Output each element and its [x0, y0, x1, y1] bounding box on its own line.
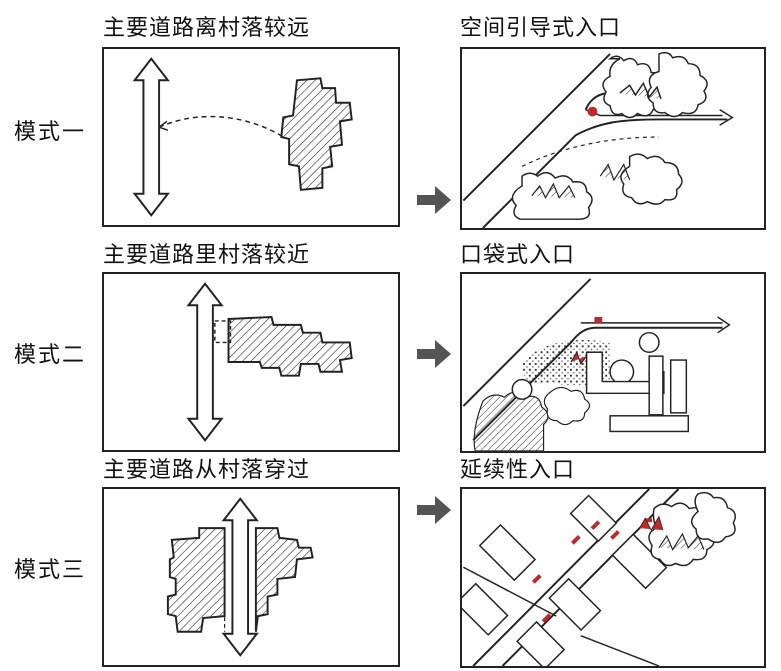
row1-left-panel — [102, 47, 400, 227]
row3-left-panel — [102, 487, 400, 667]
transition-arrow-icon — [417, 496, 451, 524]
entrance-marker-icon — [587, 106, 598, 117]
village-shape — [280, 77, 353, 191]
road-arrow — [132, 57, 170, 217]
road-near-village-diagram — [186, 282, 353, 442]
row1-right-panel — [460, 47, 766, 230]
village-shape-left — [166, 527, 226, 633]
road-arrow — [221, 497, 259, 657]
continuous-entrance-diagram — [462, 489, 736, 666]
vehicle-icon — [644, 518, 653, 523]
dashed-link — [158, 115, 284, 138]
vehicle-icon — [594, 317, 603, 323]
pocket-entrance-diagram — [462, 278, 731, 451]
row3-right-panel — [460, 487, 766, 668]
row1-left-title: 主要道路离村落较远 — [103, 16, 311, 41]
row2-left-panel — [102, 272, 400, 452]
row2-mode-label: 模式二 — [14, 343, 87, 368]
road-arrow — [186, 282, 224, 442]
road-far-village-diagram — [132, 57, 353, 217]
row3-right-title: 延续性入口 — [460, 458, 576, 483]
row2-right-panel — [460, 272, 766, 453]
row1-mode-label: 模式一 — [14, 120, 87, 145]
village-shape-right — [254, 527, 314, 632]
row1-right-title: 空间引导式入口 — [460, 16, 622, 41]
row3-mode-label: 模式三 — [14, 558, 87, 583]
row3-left-title: 主要道路从村落穿过 — [103, 458, 311, 483]
transition-arrow-icon — [417, 186, 451, 214]
transition-arrow-icon — [417, 340, 451, 368]
spatial-guided-entrance-diagram — [462, 51, 734, 228]
road-through-village-diagram — [166, 497, 314, 657]
row2-left-title: 主要道路里村落较近 — [103, 243, 311, 268]
village-shape — [227, 316, 353, 377]
row2-right-title: 口袋式入口 — [460, 243, 576, 268]
